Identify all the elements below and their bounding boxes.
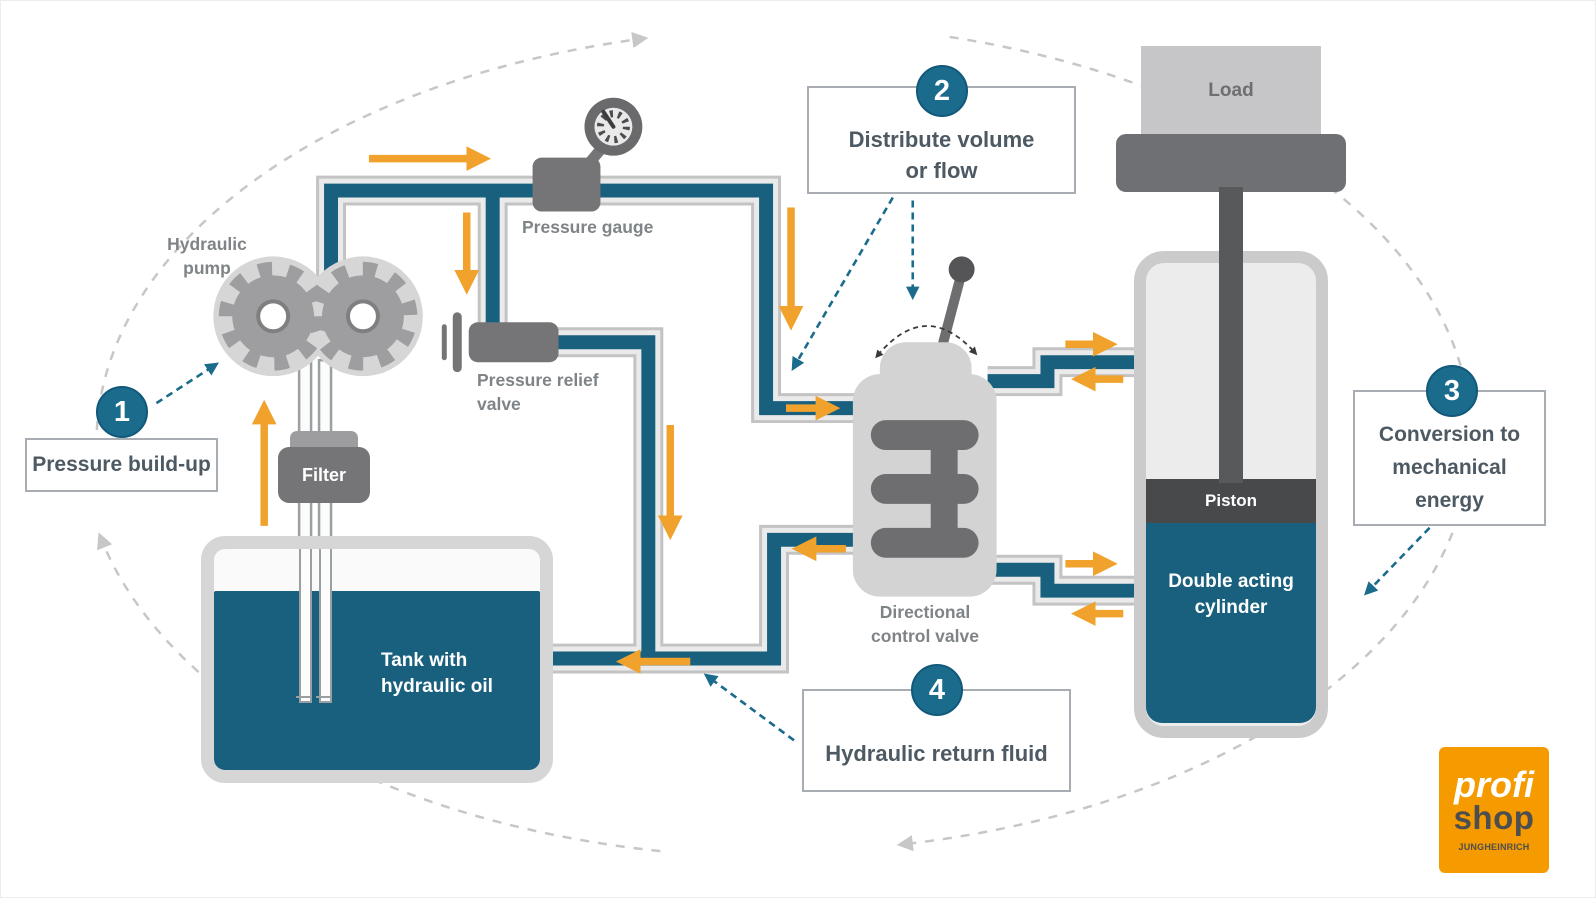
tank bbox=[201, 536, 553, 783]
pump-label-line: pump bbox=[183, 258, 231, 278]
directional-control-valve-label: Directional control valve bbox=[841, 600, 1009, 648]
valve-lever-knob bbox=[948, 256, 975, 283]
callout-return-fluid: Hydraulic return fluid bbox=[802, 689, 1071, 792]
callout-3-line: mechanical bbox=[1392, 456, 1507, 479]
cycle-arc-top-left bbox=[95, 31, 649, 449]
load-label: Load bbox=[1208, 80, 1254, 101]
pointer-arrow-1 bbox=[155, 362, 219, 405]
pressure-relief-valve-label: Pressure relief valve bbox=[477, 368, 599, 416]
valve-lever bbox=[935, 275, 965, 358]
valve-label-line: control valve bbox=[871, 626, 979, 646]
pointer-arrow-2a bbox=[791, 196, 894, 372]
pressure-gauge-label: Pressure gauge bbox=[522, 217, 654, 237]
step-badge-3: 3 bbox=[1426, 365, 1478, 417]
flow-arrows bbox=[251, 146, 1124, 674]
step-badge-2: 2 bbox=[916, 65, 968, 117]
tank-label-line: hydraulic oil bbox=[381, 676, 493, 697]
gear-icon bbox=[308, 261, 418, 371]
piston: Piston bbox=[1146, 479, 1316, 523]
logo-profi-text: profi bbox=[1454, 764, 1534, 805]
pointer-arrow-3 bbox=[1364, 526, 1431, 596]
callout-2-line: Distribute volume bbox=[848, 127, 1035, 152]
step-badge-1: 1 bbox=[96, 386, 148, 438]
pressure-gauge-shape bbox=[532, 97, 643, 212]
piston-rod bbox=[1219, 187, 1243, 483]
callout-pointer-arrows bbox=[155, 196, 1431, 742]
cylinder-oil bbox=[1146, 523, 1316, 723]
cylinder-mount bbox=[1116, 134, 1346, 192]
callout-4-text: Hydraulic return fluid bbox=[825, 740, 1048, 766]
cylinder-label: Double acting cylinder bbox=[1146, 569, 1316, 621]
callout-3-line: Conversion to bbox=[1378, 423, 1521, 446]
relief-label-line: valve bbox=[477, 394, 521, 414]
suction-tube bbox=[296, 549, 312, 703]
pointer-arrow-4 bbox=[703, 673, 795, 742]
hydraulic-pump-gears bbox=[213, 256, 423, 377]
piston-label: Piston bbox=[1205, 491, 1257, 510]
tank-label: Tank with hydraulic oil bbox=[381, 648, 493, 700]
pressure-relief-valve-shape bbox=[441, 312, 559, 373]
step-badge-4: 4 bbox=[911, 664, 963, 716]
cylinder-label-line: cylinder bbox=[1194, 597, 1268, 618]
load-block: Load bbox=[1141, 46, 1321, 136]
hydraulic-pump-label: Hydraulic pump bbox=[129, 232, 285, 280]
gear-icon bbox=[218, 261, 328, 371]
tank-oil bbox=[214, 591, 540, 770]
cylinder-label-line: Double acting bbox=[1168, 571, 1294, 592]
callout-3-line: energy bbox=[1415, 489, 1484, 512]
valve-label-line: Directional bbox=[879, 602, 971, 622]
profishop-logo: profi shop JUNGHEINRICH bbox=[1439, 747, 1549, 873]
logo-shop-text: shop bbox=[1453, 799, 1535, 836]
callout-1-text: Pressure build-up bbox=[32, 453, 211, 476]
callout-2-line: or flow bbox=[905, 158, 978, 183]
relief-label-line: Pressure relief bbox=[477, 370, 599, 390]
callout-pressure-build-up: Pressure build-up bbox=[25, 438, 218, 492]
directional-control-valve-shape bbox=[852, 256, 997, 597]
filter-label: Filter bbox=[301, 464, 346, 485]
filter: Filter bbox=[278, 447, 370, 503]
pump-label-line: Hydraulic bbox=[167, 234, 247, 254]
tank-label-line: Tank with bbox=[381, 650, 468, 671]
callout-conversion: Conversion to mechanical energy bbox=[1353, 390, 1546, 526]
lever-swing-arc bbox=[875, 325, 978, 359]
suction-tube bbox=[316, 549, 332, 703]
logo-brand-text: JUNGHEINRICH bbox=[1458, 842, 1530, 852]
